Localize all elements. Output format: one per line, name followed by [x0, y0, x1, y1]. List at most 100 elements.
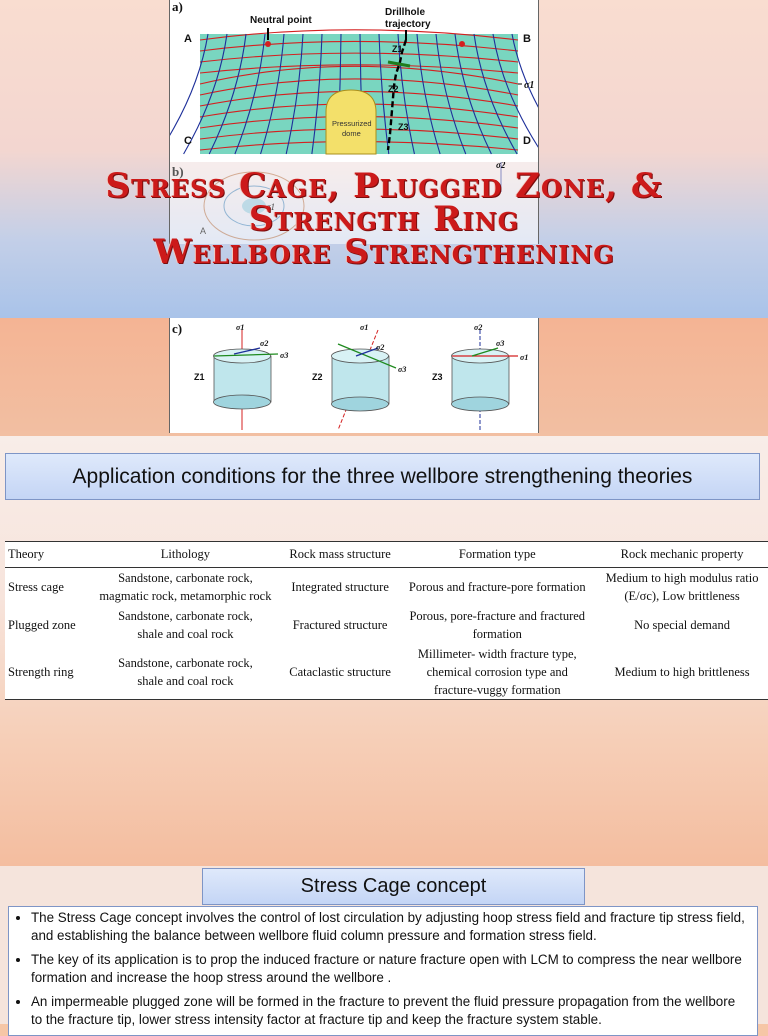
panel-b-sigma-label: σ1	[266, 202, 275, 212]
cell-formation-line-1: Porous, pore-fracture and fractured	[409, 609, 586, 623]
cylinder-z2-plane	[337, 343, 397, 369]
figure-panel-c: c) σ1 σ2 σ3 Z1 σ1 σ2 σ3 Z2	[169, 318, 539, 433]
cylinder-z2-s2: σ2	[376, 343, 384, 352]
cell-property: Medium to high modulus ratio(E/σc), Low …	[596, 568, 768, 607]
grid-line-blue	[454, 33, 492, 155]
corner-label-b: B	[523, 33, 531, 45]
cell-lithology-line-2: shale and coal rock	[137, 673, 234, 688]
cylinder-z1-s1: σ1	[236, 323, 244, 332]
cell-structure: Cataclastic structure	[289, 664, 391, 679]
cell-lithology-line-1: Sandstone, carbonate rock,	[118, 655, 253, 670]
drillhole-label-1: Drillhole	[385, 7, 425, 18]
grid-line-red	[199, 52, 519, 63]
cylinder-z3-s2: σ2	[474, 323, 482, 332]
cylinder-z3: σ2 σ3 σ1 Z3	[432, 323, 528, 430]
neutral-point-left-marker	[265, 41, 271, 47]
title-line-3: Wellbore Strengthening	[153, 232, 615, 272]
title-line-1: Stress Cage, Plugged Zone, &	[105, 166, 663, 206]
cell-theory: Strength ring	[8, 664, 74, 679]
cylinder-z3-s3: σ3	[496, 339, 504, 348]
cylinder-z1-bottom	[213, 394, 271, 410]
bullet-item: The Stress Cage concept involves the con…	[31, 909, 749, 945]
z3-label: Z3	[398, 122, 409, 132]
stress-cage-bullets: The Stress Cage concept involves the con…	[17, 909, 749, 1029]
grid-line-blue	[473, 33, 518, 155]
cylinder-z1-label: Z1	[194, 372, 205, 382]
header-theory: Theory	[5, 541, 89, 568]
cell-formation-line-2: chemical corrosion type and	[426, 664, 568, 679]
grid-line-blue	[435, 33, 467, 155]
cell-theory: Stress cage	[8, 580, 64, 594]
panel-b-core	[242, 198, 266, 214]
z1-label: Z1	[392, 44, 403, 54]
cell-lithology-line-2: shale and coal rock	[137, 627, 234, 641]
cell-formation: Millimeter- width fracture type,chemical…	[398, 644, 596, 700]
stress-cage-text-box: The Stress Cage concept involves the con…	[8, 906, 758, 1036]
figure-panel-b: b) σ2 A σ1	[169, 160, 539, 244]
neutral-point-right-marker	[459, 41, 465, 47]
cell-theory: Plugged zone	[8, 618, 76, 632]
cell-lithology-line-1: Sandstone, carbonate rock,	[118, 609, 253, 623]
panel-b-diagram: b) σ2 A σ1	[172, 160, 506, 241]
grid-line-blue	[234, 33, 266, 155]
cylinder-z3-bottom	[451, 396, 509, 412]
figure-panel-a: a) Neutral point Drillhole trajectory A …	[157, 0, 569, 162]
cell-lithology-line-1: Sandstone, carbonate rock,	[118, 571, 253, 585]
cell-property-line-2: (E/σc), Low brittleness	[624, 589, 740, 603]
cylinder-z1-plane	[213, 353, 279, 357]
slide-title: Stress Cage, Plugged Zone, & Strength Ri…	[0, 166, 768, 272]
cylinder-z1: σ1 σ2 σ3 Z1	[194, 323, 288, 430]
grid-line-blue	[311, 33, 323, 155]
cylinder-z3-label: Z3	[432, 372, 443, 382]
grid-line-blue	[285, 33, 304, 155]
stress-cage-title: Stress Cage concept	[202, 868, 585, 905]
cell-structure: Fractured structure	[292, 618, 388, 632]
cell-formation-line-1: Porous and fracture-pore formation	[408, 580, 586, 594]
header-formation: Formation type	[398, 541, 597, 568]
title-line-2: Strength Ring	[248, 199, 520, 239]
sigma1-label: σ1	[524, 80, 534, 91]
table-row: Stress cage Sandstone, carbonate rock, ma…	[5, 568, 768, 607]
cell-structure: Integrated structure	[291, 580, 389, 594]
cylinder-z1-s3: σ3	[280, 351, 288, 360]
grid-line-red	[199, 65, 519, 85]
cell-formation-line-3: fracture-vuggy formation	[433, 682, 561, 697]
stress-trajectory-diagram: a) Neutral point Drillhole trajectory A …	[157, 0, 569, 155]
bullet-item: An impermeable plugged zone will be form…	[31, 993, 749, 1029]
panel-a-label: a)	[172, 0, 183, 14]
panel-b-contour-2	[223, 185, 285, 227]
cylinder-z2: σ1 σ2 σ3 Z2	[312, 323, 406, 431]
theory-table: Theory Lithology Rock mass structure For…	[5, 541, 768, 700]
cylinder-z1-s2: σ2	[260, 339, 268, 348]
grid-line-red	[199, 78, 519, 96]
grid-line-blue	[416, 33, 441, 155]
grid-line-blue	[492, 33, 544, 155]
header-property: Rock mechanic property	[596, 541, 768, 568]
table-row: Strength ring Sandstone, carbonate rock,…	[5, 644, 768, 700]
neutral-point-label: Neutral point	[250, 15, 312, 26]
cell-formation: Porous and fracture-pore formation	[398, 568, 596, 607]
corner-label-d: D	[523, 135, 531, 147]
cylinder-z1-top	[213, 348, 271, 364]
drillhole-label-2: trajectory	[385, 19, 431, 30]
cylinder-z2-bottom	[331, 396, 389, 412]
cell-property: Medium to high brittleness	[614, 664, 750, 679]
panel-c-label: c)	[172, 321, 182, 336]
cylinder-z2-label: Z2	[312, 372, 323, 382]
grid-line-blue	[397, 33, 415, 155]
grid-line-red	[199, 40, 519, 52]
header-structure: Rock mass structure	[281, 541, 399, 568]
cylinder-z1-vector	[233, 347, 261, 355]
bullet-item: The key of its application is to prop th…	[31, 951, 749, 987]
cylinder-z2-vector	[355, 347, 379, 357]
cylinder-z3-s1: σ1	[520, 353, 528, 362]
cell-lithology-line-2: magmatic rock, metamorphic rock	[99, 589, 272, 603]
grid-line-blue	[378, 33, 390, 155]
corner-label-c: C	[184, 135, 192, 147]
cylinder-z3-vector	[471, 347, 499, 357]
cell-property: No special demand	[634, 618, 730, 632]
drillhole-marker	[387, 60, 411, 68]
cylinder-z2-s3: σ3	[398, 365, 406, 374]
table-header-row: Theory Lithology Rock mass structure For…	[5, 541, 768, 568]
